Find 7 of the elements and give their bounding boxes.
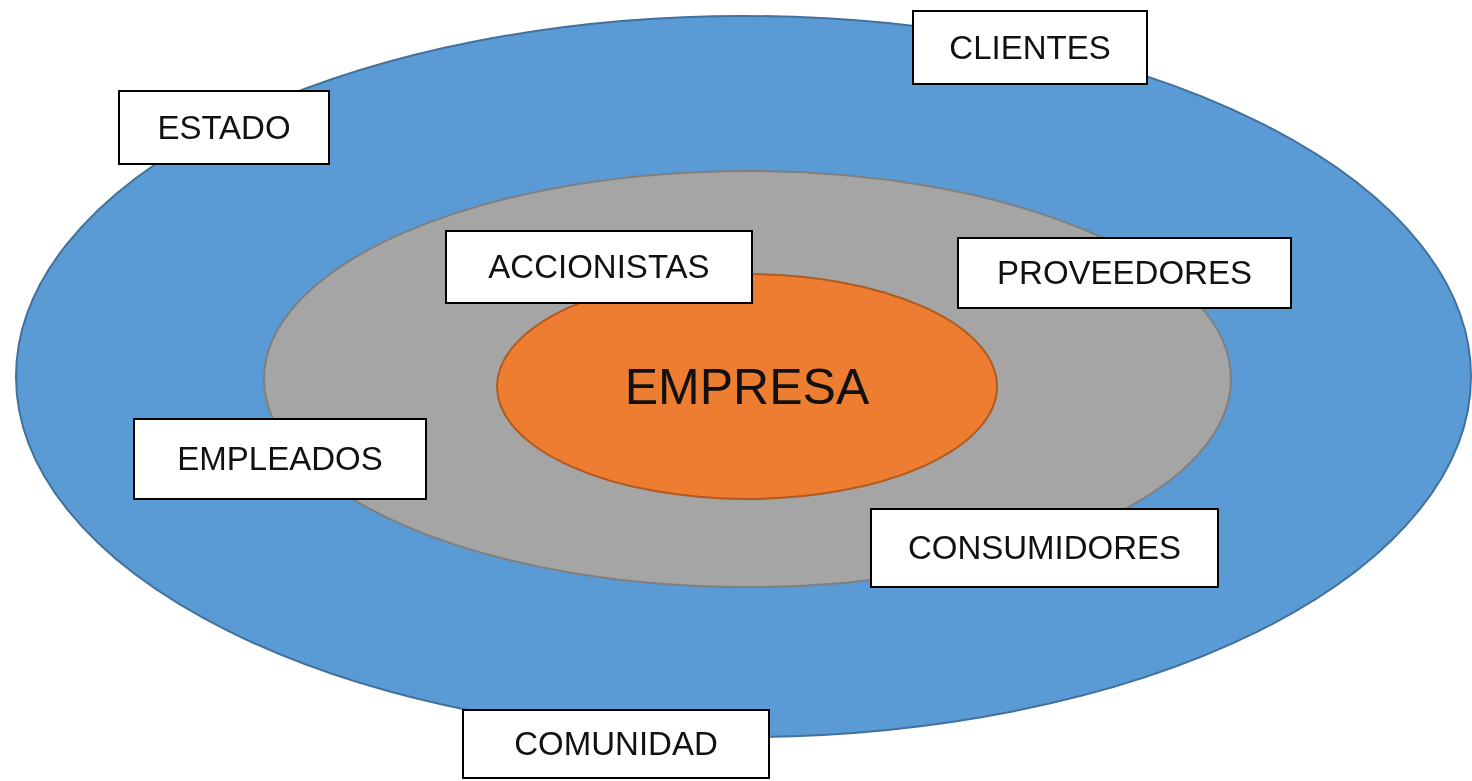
node-label: EMPRESA (624, 357, 870, 416)
stakeholder-box: ACCIONISTAS (445, 230, 753, 304)
stakeholder-box: EMPLEADOS (133, 418, 427, 500)
stakeholder-box: CONSUMIDORES (870, 508, 1219, 588)
stakeholder-box: CLIENTES (912, 10, 1148, 85)
stakeholder-box: PROVEEDORES (957, 237, 1292, 309)
stakeholder-box: COMUNIDAD (462, 709, 770, 779)
